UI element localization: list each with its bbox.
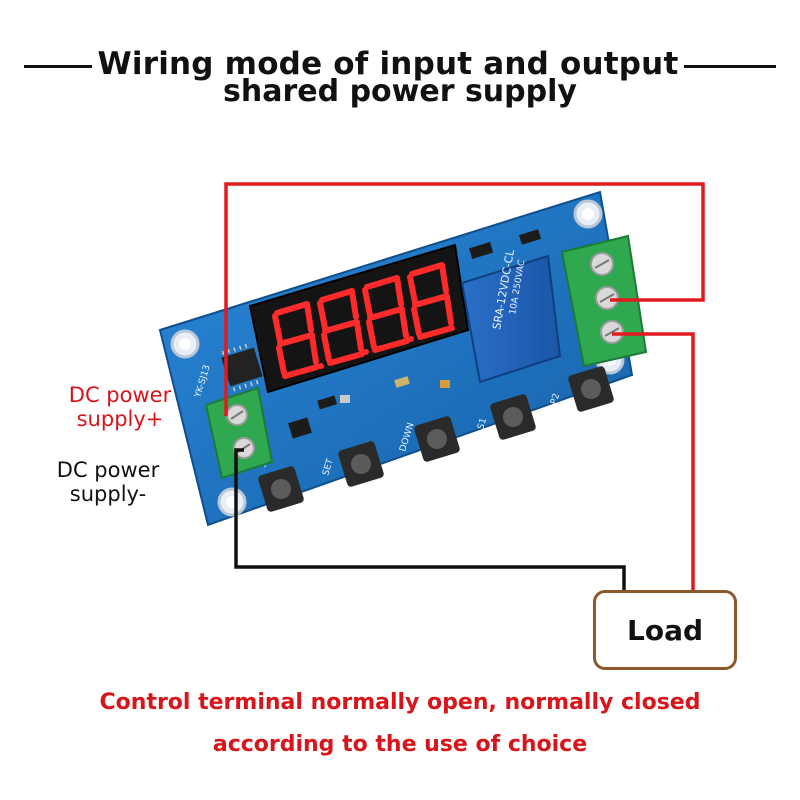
title-dash-right — [684, 65, 777, 68]
input-terminal-block — [204, 386, 274, 480]
push-buttons — [258, 366, 614, 512]
dc-plus-line1: DC power — [68, 383, 172, 407]
button-p2 — [568, 366, 614, 412]
dc-power-plus-label: DC power supply+ — [30, 383, 210, 431]
silk-set: SET — [321, 457, 336, 477]
digit-3 — [362, 275, 410, 353]
button-s1 — [490, 394, 536, 440]
dc-minus-line1: DC power — [56, 458, 160, 482]
dc-plus-line2: supply+ — [76, 407, 164, 431]
digit-2 — [317, 288, 365, 366]
ic-chip — [221, 343, 263, 392]
screw-icon — [226, 404, 248, 426]
diagram-title-line1: Wiring mode of input and output — [0, 46, 800, 82]
screw-icon — [590, 252, 614, 276]
note-line1: Control terminal normally open, normally… — [99, 690, 701, 715]
silk-s1: S1 — [476, 417, 489, 431]
wire-red-no-to-load — [612, 332, 695, 590]
diagram-title-line2: shared power supply — [223, 74, 577, 109]
digit-1 — [272, 301, 320, 379]
load-box: Load — [593, 590, 737, 670]
screw-icon — [595, 286, 619, 310]
dc-minus-line2: supply- — [69, 482, 147, 506]
relay: SRA-12VDC-CL 10A 250VAC — [460, 248, 562, 384]
mounting-hole-icon — [170, 329, 200, 359]
wire-red-supply-to-com — [224, 182, 705, 416]
silk-p2: P2 — [549, 392, 562, 406]
seven-segment-display — [248, 243, 470, 394]
title-dash-left — [23, 65, 92, 68]
button-set — [338, 441, 384, 487]
wire-black-supply-to-load — [234, 448, 626, 590]
button-down — [414, 416, 460, 462]
title-text-1: Wiring mode of input and output — [97, 46, 679, 82]
screw-icon — [600, 320, 624, 344]
dc-power-minus-label: DC power supply- — [18, 458, 198, 506]
digit-4 — [407, 262, 455, 340]
smd-components — [288, 229, 542, 439]
note-line2: according to the use of choice — [212, 732, 588, 757]
button-stp — [258, 466, 304, 512]
mounting-hole-icon — [217, 487, 247, 517]
mounting-hole-icon — [573, 199, 603, 229]
